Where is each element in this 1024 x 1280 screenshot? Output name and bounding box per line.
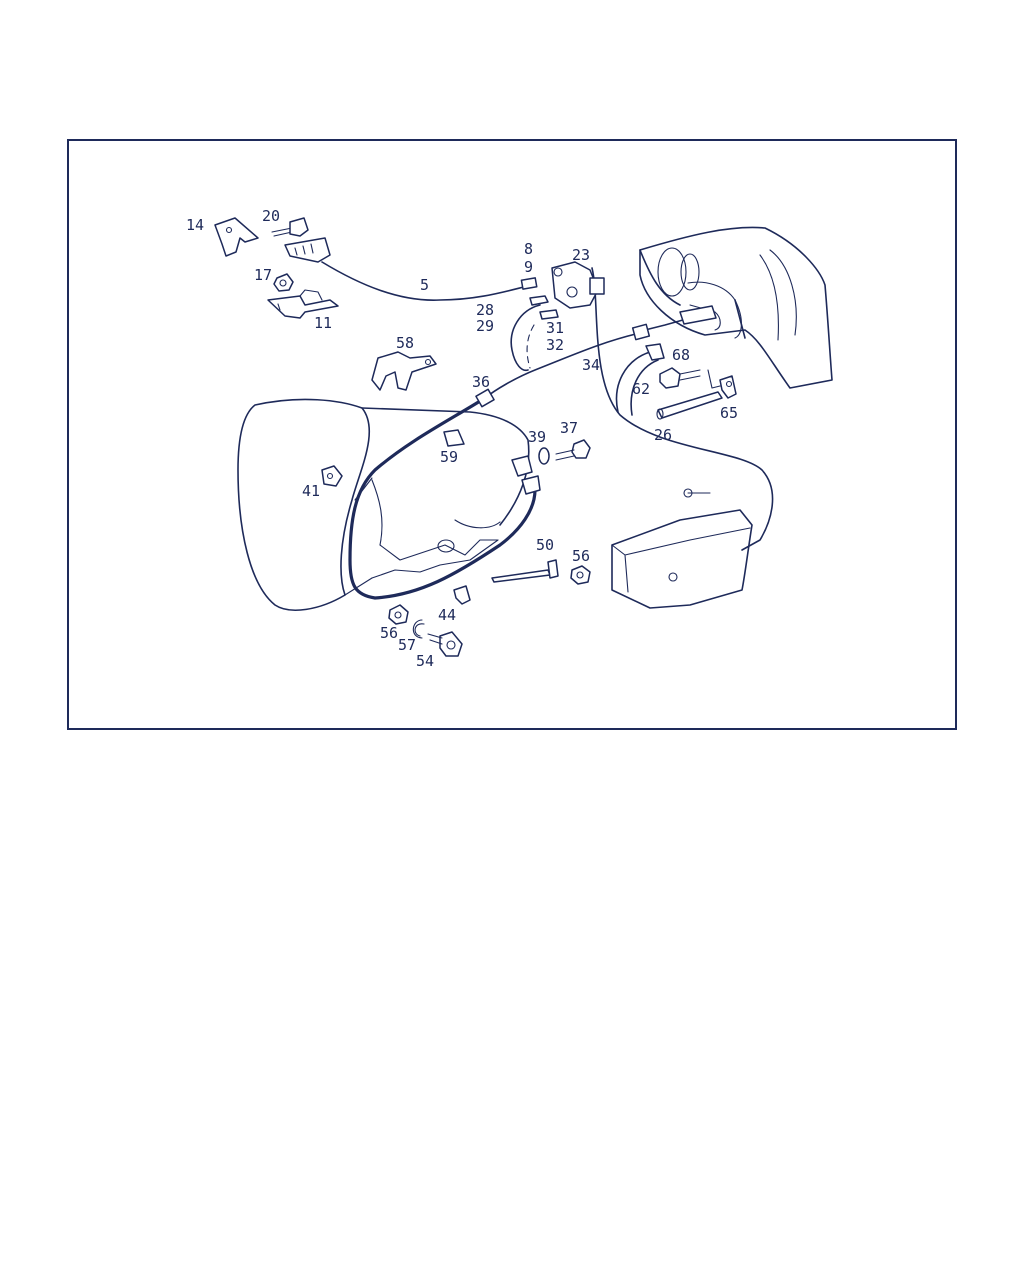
part-56-nut-lower xyxy=(388,604,409,625)
cable-end-fitting xyxy=(511,455,541,495)
part-28-29-clip xyxy=(529,295,549,306)
part-20-screw xyxy=(271,217,309,237)
part-57-washer xyxy=(412,619,425,639)
label-65: 65 xyxy=(720,404,738,422)
transmission-housing xyxy=(237,398,530,611)
part-50-rod xyxy=(491,559,559,583)
label-20: 20 xyxy=(262,207,280,225)
label-34: 34 xyxy=(582,356,600,374)
label-17: 17 xyxy=(254,266,272,284)
label-56-upper: 56 xyxy=(572,547,590,565)
label-41: 41 xyxy=(302,482,320,500)
part-62-strap xyxy=(615,343,665,416)
part-65-lever xyxy=(707,369,737,399)
label-29: 29 xyxy=(476,317,494,335)
part-26-pin xyxy=(656,391,723,420)
part-41-bracket xyxy=(321,465,343,487)
label-59: 59 xyxy=(440,448,458,466)
label-62: 62 xyxy=(632,380,650,398)
connector-block xyxy=(284,237,331,263)
rear-cover xyxy=(611,488,753,609)
part-14-bracket xyxy=(214,217,259,257)
label-9: 9 xyxy=(524,258,533,276)
part-37-bolt xyxy=(555,439,591,461)
label-8: 8 xyxy=(524,240,533,258)
part-23-switch xyxy=(551,261,605,309)
label-58: 58 xyxy=(396,334,414,352)
label-23: 23 xyxy=(572,246,590,264)
part-labels: 14 20 17 11 5 8 9 23 28 29 31 32 34 58 3… xyxy=(186,207,738,670)
label-31: 31 xyxy=(546,319,564,337)
label-14: 14 xyxy=(186,216,204,234)
part-58-bracket xyxy=(371,351,437,391)
label-57: 57 xyxy=(398,636,416,654)
part-44-clip xyxy=(453,585,471,605)
diagram-frame xyxy=(67,139,957,730)
label-50: 50 xyxy=(536,536,554,554)
label-37: 37 xyxy=(560,419,578,437)
label-28: 28 xyxy=(476,301,494,319)
label-54: 54 xyxy=(416,652,434,670)
part-8-9-connector xyxy=(520,277,538,290)
bell-housing xyxy=(639,226,833,389)
part-59-clip xyxy=(443,429,465,447)
label-11: 11 xyxy=(314,314,332,332)
label-32: 32 xyxy=(546,336,564,354)
part-11-bracket xyxy=(267,289,339,319)
label-56-lower: 56 xyxy=(380,624,398,642)
part-68-bolt xyxy=(659,367,701,389)
label-68: 68 xyxy=(672,346,690,364)
part-31-32-clip xyxy=(539,309,559,320)
part-54-bolt xyxy=(427,631,463,657)
part-39-washer xyxy=(538,447,550,465)
selector-shaft xyxy=(631,305,717,341)
part-56-nut-upper xyxy=(570,565,591,585)
label-5: 5 xyxy=(420,276,429,294)
part-17-nut xyxy=(273,273,294,292)
label-39: 39 xyxy=(528,428,546,446)
part-36-ferrule xyxy=(475,388,495,408)
cables xyxy=(321,261,774,600)
label-44: 44 xyxy=(438,606,456,624)
label-26: 26 xyxy=(654,426,672,444)
label-36: 36 xyxy=(472,373,490,391)
